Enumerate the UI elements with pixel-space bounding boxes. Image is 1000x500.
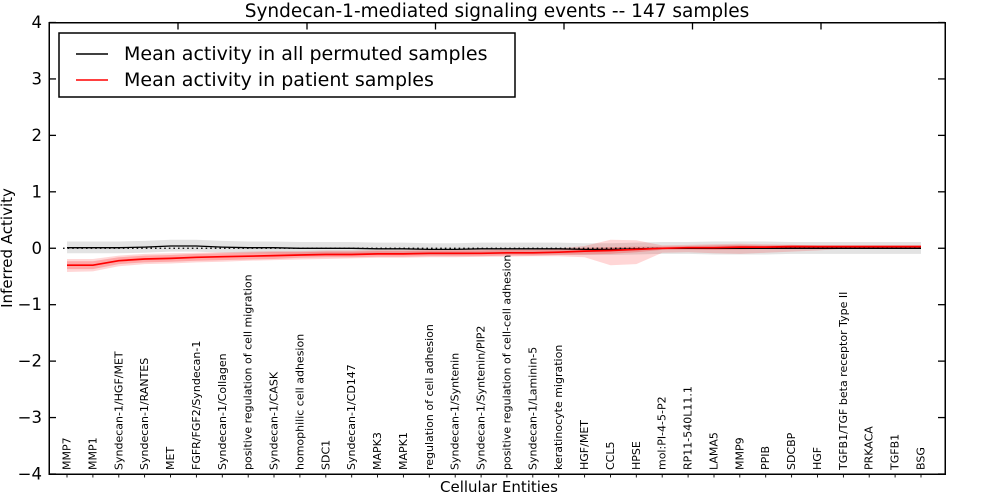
y-axis-label: Inferred Activity: [0, 188, 16, 308]
x-tick-label: LAMA5: [708, 432, 721, 470]
x-tick-label: PRKACA: [863, 426, 876, 470]
x-tick-label: keratinocyte migration: [552, 345, 565, 470]
x-tick-label: Syndecan-1/Collagen: [216, 353, 229, 470]
x-tick-label: Syndecan-1/Syntenin: [449, 353, 462, 470]
x-tick-label: MMP7: [61, 437, 74, 470]
x-tick-label: RP11-540L11.1: [682, 386, 695, 470]
x-tick-label: Syndecan-1/RANTES: [138, 358, 151, 470]
y-tick-label: 2: [32, 126, 43, 145]
x-tick-label: homophilic cell adhesion: [293, 334, 306, 470]
x-tick-label: Syndecan-1/CD147: [345, 364, 358, 470]
y-tick-label: 4: [32, 13, 43, 32]
y-tick-label: −3: [18, 408, 42, 427]
x-tick-label: positive regulation of cell-cell adhesio…: [500, 255, 513, 470]
x-tick-label: HPSE: [630, 441, 643, 470]
x-tick-label: MET: [164, 447, 177, 470]
legend-box: [58, 32, 516, 98]
y-tick-label: 0: [32, 239, 43, 258]
y-tick-label: 1: [32, 182, 43, 201]
x-tick-label: regulation of cell adhesion: [423, 324, 436, 470]
x-tick-label: Syndecan-1/Syntenin/PIP2: [475, 326, 488, 470]
y-tick-label: −4: [18, 465, 42, 484]
x-tick-label: CCL5: [604, 442, 617, 471]
x-tick-label: positive regulation of cell migration: [242, 274, 255, 470]
patient-mean-line: [67, 245, 921, 267]
x-tick-label: HGF: [811, 447, 824, 470]
legend: Mean activity in all permuted samples Me…: [58, 32, 516, 98]
x-tick-label: BSG: [915, 447, 928, 470]
plot-area: MMP7 MMP1 Syndecan-1/HGF/MET Syndecan-1/RAN…: [18, 13, 946, 484]
x-tick-label: MAPK3: [371, 432, 384, 470]
x-tick-label: FGFR/FGF2/Syndecan-1: [190, 341, 203, 470]
legend-label-permuted: Mean activity in all permuted samples: [124, 43, 487, 65]
x-tick-label: TGFB1: [889, 434, 902, 471]
x-tick-label: TGFB1/TGF beta receptor Type II: [837, 292, 850, 471]
y-tick-label: −2: [18, 352, 42, 371]
y-tick-label: 3: [32, 69, 43, 88]
x-tick-label: MMP1: [86, 437, 99, 470]
x-tick-label: mol:PI-4-5-P2: [656, 396, 669, 470]
x-tick-label: SDCBP: [785, 432, 798, 470]
x-tick-label: Syndecan-1/HGF/MET: [112, 351, 125, 470]
chart-title: Syndecan-1-mediated signaling events -- …: [245, 1, 750, 22]
x-tick-label: SDC1: [319, 440, 332, 470]
y-tick-label: −1: [18, 295, 42, 314]
x-tick-label: HGF/MET: [578, 420, 591, 470]
x-tick-label: Syndecan-1/Laminin-5: [526, 347, 539, 470]
x-tick-label: PPIB: [759, 446, 772, 470]
legend-label-patient: Mean activity in patient samples: [124, 69, 434, 91]
x-tick-label: Syndecan-1/CASK: [268, 371, 281, 470]
x-tick-label: MMP9: [733, 437, 746, 470]
x-axis-label: Cellular Entities: [440, 478, 558, 496]
permuted-mean-line: [67, 245, 921, 251]
permuted-samples-range-band: [67, 239, 921, 255]
x-tick-label: MAPK1: [397, 432, 410, 470]
